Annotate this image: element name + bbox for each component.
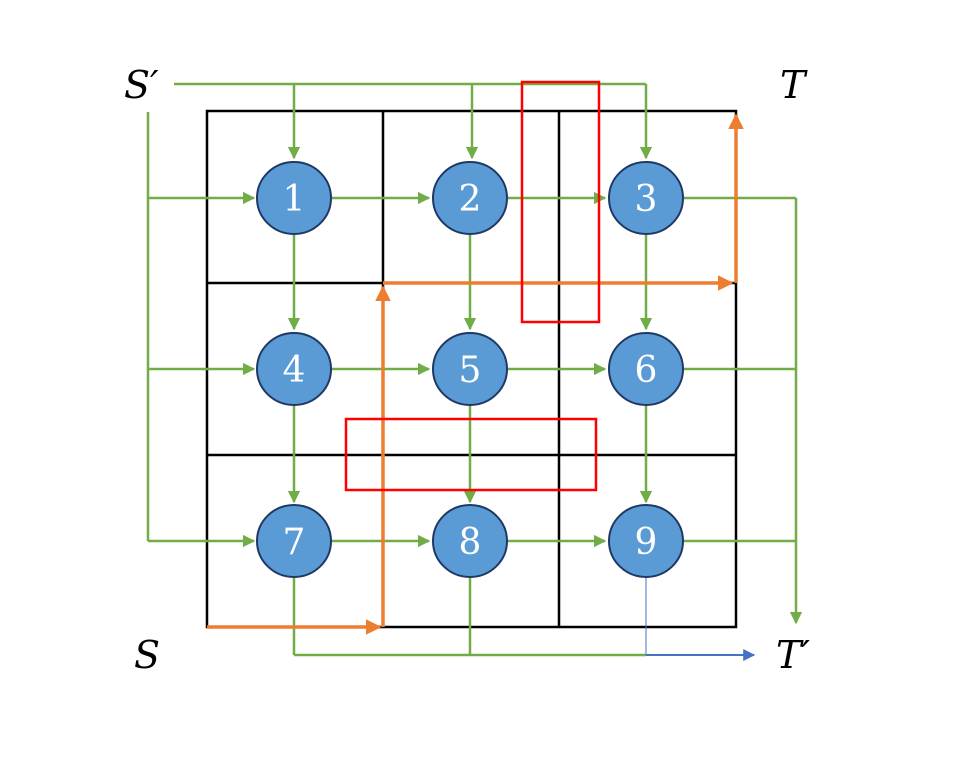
node-6: 6 xyxy=(608,332,684,406)
node-label: 1 xyxy=(283,179,306,220)
node-label: 8 xyxy=(459,522,482,563)
node-3: 3 xyxy=(608,161,684,235)
red-box-vertical xyxy=(520,80,601,324)
node-label: 9 xyxy=(635,522,658,563)
red-box-horizontal xyxy=(344,417,598,492)
green-edges xyxy=(146,82,803,657)
node-5: 5 xyxy=(432,332,508,406)
node-circle xyxy=(432,504,508,578)
terminal-s: S xyxy=(134,633,160,677)
blue-edges xyxy=(645,578,756,661)
node-circle xyxy=(608,161,684,235)
node-label: 3 xyxy=(635,179,658,220)
node-9: 9 xyxy=(608,504,684,578)
orange-path xyxy=(207,113,744,635)
node-1: 1 xyxy=(256,161,332,235)
red-highlights xyxy=(344,80,601,492)
node-label: 5 xyxy=(459,350,482,391)
node-circle xyxy=(432,332,508,406)
terminal-t-prime: T′ xyxy=(776,633,810,677)
node-8: 8 xyxy=(432,504,508,578)
node-circle xyxy=(256,504,332,578)
node-circle xyxy=(608,504,684,578)
node-circle xyxy=(256,332,332,406)
node-label: 4 xyxy=(283,350,306,391)
node-2: 2 xyxy=(432,161,508,235)
node-label: 6 xyxy=(635,350,658,391)
node-circle xyxy=(432,161,508,235)
nodes: 1 2 3 4 5 6 7 8 xyxy=(256,161,684,578)
node-7: 7 xyxy=(256,504,332,578)
node-circle xyxy=(608,332,684,406)
node-label: 2 xyxy=(459,179,482,220)
node-label: 7 xyxy=(283,522,306,563)
terminal-t: T xyxy=(780,63,808,107)
node-circle xyxy=(256,161,332,235)
node-4: 4 xyxy=(256,332,332,406)
terminal-s-prime: S′ xyxy=(124,63,159,107)
